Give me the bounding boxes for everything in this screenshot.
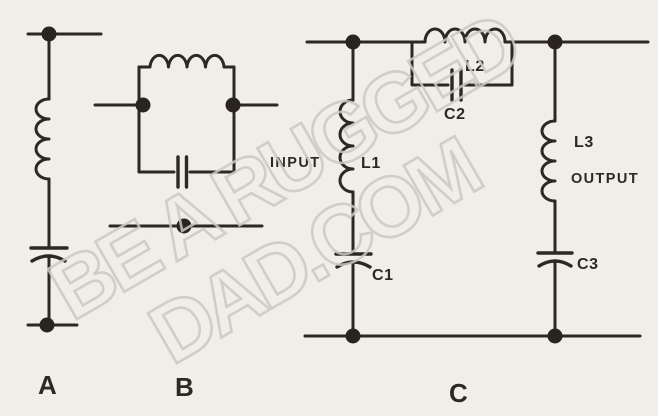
- label-c2: C2: [444, 106, 466, 123]
- label-circuit-c: C: [449, 378, 468, 408]
- label-circuit-b: B: [175, 372, 194, 402]
- inductor-coil-l1: [338, 98, 355, 194]
- junction-dot-b-right: [225, 97, 241, 113]
- label-output: OUTPUT: [571, 171, 639, 187]
- circuit-b: B: [93, 53, 279, 402]
- capacitor-a: [29, 246, 69, 263]
- label-l2: L2: [465, 58, 485, 75]
- junction-dot-c-top-right: [547, 34, 563, 50]
- capacitor-b: [176, 155, 189, 189]
- inductor-coil-l2: [423, 27, 507, 44]
- circuit-a: A: [26, 26, 103, 400]
- capacitor-c2: [450, 68, 463, 102]
- label-l1: L1: [361, 155, 381, 172]
- inductor-coil-l3: [540, 119, 557, 203]
- label-l3: L3: [574, 134, 594, 151]
- junction-dot-c-top-left: [345, 34, 361, 50]
- inductor-coil-a: [34, 97, 51, 181]
- junction-dot-c-bottom-right: [547, 328, 563, 344]
- junction-dot-b-lower: [176, 218, 192, 234]
- circuit-b-wires: [93, 65, 279, 174]
- circuit-a-wires: [26, 32, 103, 327]
- capacitor-c3: [536, 251, 574, 268]
- c2-branch-loop: [410, 40, 514, 87]
- junction-dot-c-bottom-left: [345, 328, 361, 344]
- label-input: INPUT: [270, 155, 321, 171]
- label-circuit-a: A: [38, 370, 57, 400]
- circuit-c: INPUT L1 L2 C2 C1 L3 OUTPUT C3 C: [270, 27, 650, 408]
- junction-dot-a-top: [41, 26, 57, 42]
- junction-dot-b-left: [135, 97, 151, 113]
- junction-dot-a-bottom: [39, 317, 55, 333]
- inductor-coil-b: [137, 53, 236, 69]
- label-c3: C3: [577, 256, 599, 273]
- label-c1: C1: [372, 267, 394, 284]
- capacitor-c1: [334, 252, 373, 269]
